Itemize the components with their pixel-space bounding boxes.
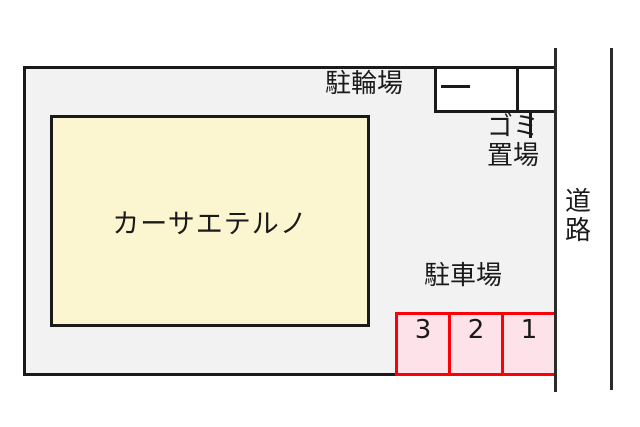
building-name-label: カーサエテルノ [112,208,308,240]
road-label-line2: 路 [565,216,592,247]
building-block: カーサエテルノ [50,115,370,327]
road-edge-line-left [554,48,557,392]
road-label: 道 路 [565,187,592,247]
parking-stall: 3 [398,315,451,373]
parking-stall-number: 2 [467,315,485,345]
parking-stall: 2 [451,315,504,373]
road-label-line1: 道 [565,187,592,217]
parking-stall-number: 1 [520,315,538,345]
parking-stall: 1 [504,315,554,373]
bicycle-parking-leader-line [441,85,470,88]
trash-area-label-line2: 置場 [487,141,540,172]
parking-lot-label: 駐車場 [424,261,503,291]
bicycle-parking-and-trash-block [434,66,557,113]
road-edge-line-right [610,48,613,390]
parking-stalls-group: 3 2 1 [395,312,557,376]
bicycle-trash-divider [516,66,519,113]
parking-stall-number: 3 [414,315,432,345]
trash-area-leader-line [529,113,532,138]
bicycle-parking-label: 駐輪場 [325,69,404,99]
